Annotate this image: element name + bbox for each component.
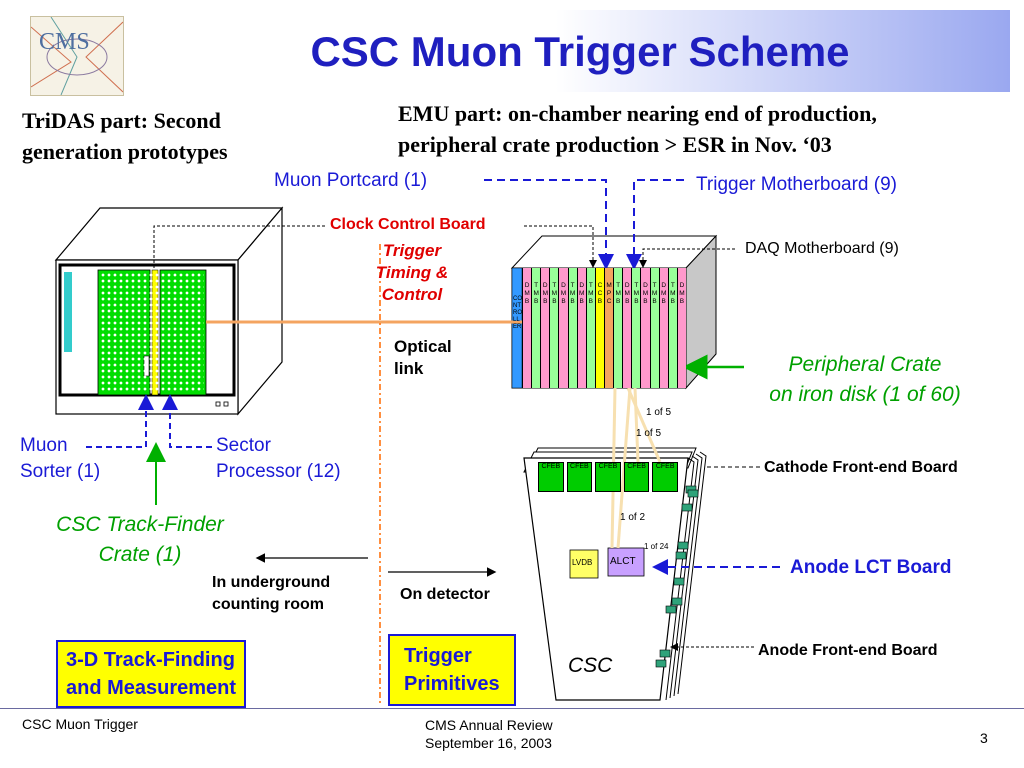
crate-slot-tmb: TMB xyxy=(649,268,659,388)
crate-slot-tmb: TMB xyxy=(667,268,677,388)
track-finding-line1: 3-D Track-Finding xyxy=(66,649,235,671)
anode-lct-label: Anode LCT Board xyxy=(790,557,952,578)
underground-line2: counting room xyxy=(212,596,324,613)
cfeb-board: CFEB xyxy=(652,462,678,492)
logo-graphic xyxy=(31,17,123,95)
tridas-note-line2: generation prototypes xyxy=(22,139,228,164)
muon-portcard-label: Muon Portcard (1) xyxy=(274,170,428,191)
anode-frontend-label: Anode Front-end Board xyxy=(758,642,938,659)
cfeb-board: CFEB xyxy=(566,462,593,492)
emu-note-line2: peripheral crate production > ESR in Nov… xyxy=(398,132,832,157)
optical-link-label: Optical link xyxy=(394,336,452,380)
ttc-line2: Timing & xyxy=(375,263,449,282)
daq-motherboard-label: DAQ Motherboard (9) xyxy=(745,240,899,257)
crate-slot-tmb: TMB xyxy=(549,268,559,388)
trackfinder-line2: Crate (1) xyxy=(98,543,182,566)
track-finder-label: CSC Track-Finder Crate (1) xyxy=(20,510,260,570)
underground-line1: In underground xyxy=(212,574,331,591)
ttc-line1: Trigger xyxy=(382,241,442,260)
cathode-board-label: Cathode Front-end Board xyxy=(764,459,958,476)
crate-slot-dmb: DMB xyxy=(640,268,650,388)
crate-slot-tmb: TMB xyxy=(567,268,577,388)
sector-proc-line2: Processor (12) xyxy=(216,461,341,482)
optical-line2: link xyxy=(394,359,424,378)
one-of-5-label-b: 1 of 5 xyxy=(636,428,662,439)
logo-text: CMS xyxy=(39,29,90,55)
page-title: CSC Muon Trigger Scheme xyxy=(310,28,850,75)
one-of-2-label: 1 of 2 xyxy=(620,512,646,523)
muon-sorter-label: Muon Sorter (1) xyxy=(20,433,100,485)
crate-slot-dmb: DMB xyxy=(676,268,686,388)
crate-slot-dmb: DMB xyxy=(622,268,632,388)
track-finder-board-pins xyxy=(100,272,204,392)
trigger-prim-line1: Trigger xyxy=(404,645,472,667)
tridas-note-line1: TriDAS part: Second xyxy=(22,108,221,133)
underground-label: In underground counting room xyxy=(212,572,330,616)
footer-center: CMS Annual Review September 16, 2003 xyxy=(425,716,553,752)
cfeb-board: CFEB xyxy=(538,462,564,492)
trigger-prim-line2: Primitives xyxy=(404,673,500,695)
peripheral-line2: on iron disk (1 of 60) xyxy=(769,383,961,406)
ttc-label: Trigger Timing & Control xyxy=(374,240,450,306)
on-detector-label: On detector xyxy=(400,586,490,603)
peripheral-crate-label: Peripheral Crate on iron disk (1 of 60) xyxy=(730,350,1000,410)
crate-slot-mpc: MPC xyxy=(603,268,614,388)
alct-label: ALCT xyxy=(610,556,636,567)
footer-rule xyxy=(0,708,1024,709)
csc-label: CSC xyxy=(568,654,613,677)
footer-center-line2: September 16, 2003 xyxy=(425,735,552,751)
muon-sorter-line2: Sorter (1) xyxy=(20,461,101,482)
crate-slot-tmb: TMB xyxy=(531,268,541,388)
track-finding-line2: and Measurement xyxy=(66,677,237,699)
track-finding-box: 3-D Track-Finding and Measurement xyxy=(56,640,247,708)
lvdb-label: LVDB xyxy=(572,558,593,567)
peripheral-line1: Peripheral Crate xyxy=(788,353,942,376)
cfeb-board: CFEB xyxy=(623,462,650,492)
page-number: 3 xyxy=(980,730,988,746)
trigger-motherboard-label: Trigger Motherboard (9) xyxy=(696,174,897,195)
clock-control-board-label: Clock Control Board xyxy=(330,216,486,233)
trackfinder-line1: CSC Track-Finder xyxy=(56,513,224,536)
crate-slot-dmb: DMB xyxy=(540,268,550,388)
crate-slot-dmb: DMB xyxy=(522,268,532,388)
crate-slot-dmb: DMB xyxy=(658,268,668,388)
one-of-24-label: 1 of 24 xyxy=(644,542,669,551)
footer-left: CSC Muon Trigger xyxy=(22,716,138,732)
ttc-line3: Control xyxy=(381,285,443,304)
crate-slot-ccb: CCB xyxy=(594,268,604,388)
controller-label: CONTROLLER xyxy=(513,296,522,330)
crate-slot-dmb: DMB xyxy=(558,268,568,388)
cms-logo: CMS xyxy=(30,16,124,96)
one-of-5-label-a: 1 of 5 xyxy=(646,407,672,418)
muon-sorter-line1: Muon xyxy=(20,435,68,456)
crate-slot-tmb: TMB xyxy=(631,268,641,388)
cfeb-board: CFEB xyxy=(595,462,621,492)
emu-note-line1: EMU part: on-chamber nearing end of prod… xyxy=(398,101,877,126)
trigger-primitives-box: Trigger Primitives xyxy=(388,634,516,706)
footer-center-line1: CMS Annual Review xyxy=(425,717,553,733)
cfeb-row: CFEB CFEB CFEB CFEB CFEB xyxy=(538,462,678,492)
sector-proc-line1: Sector xyxy=(216,435,271,456)
crate-slot-dmb: DMB xyxy=(576,268,586,388)
optical-line1: Optical xyxy=(394,337,452,356)
crate-slot-tmb: TMB xyxy=(585,268,595,388)
csc-chamber xyxy=(523,447,707,701)
crate-slot-tmb: TMB xyxy=(613,268,623,388)
title-banner xyxy=(0,10,1010,92)
sector-processor-label: Sector Processor (12) xyxy=(216,433,341,485)
